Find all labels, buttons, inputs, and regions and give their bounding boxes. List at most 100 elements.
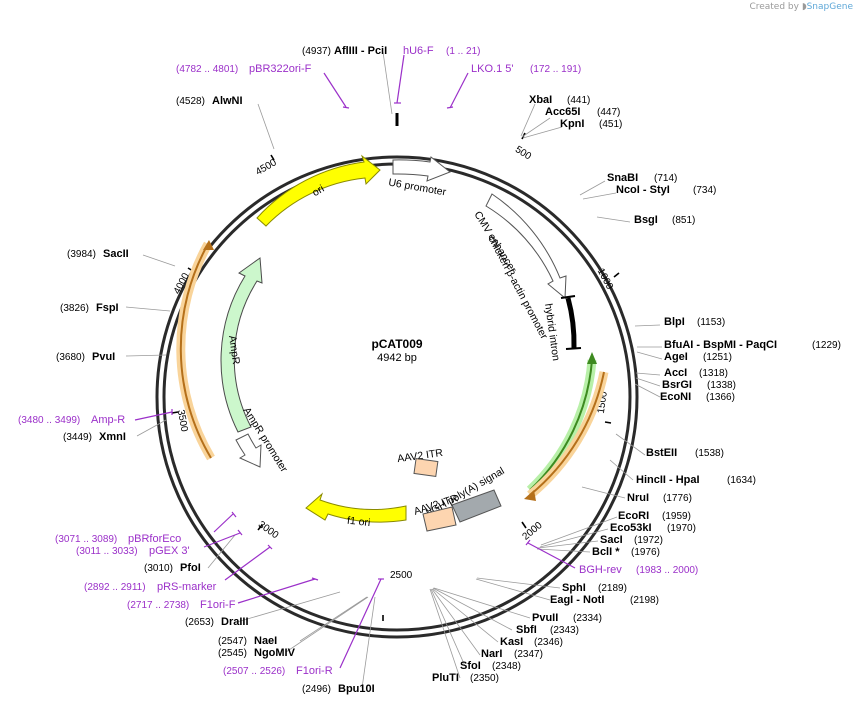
primer-labels: hU6-F (1 .. 21) LKO.1 5' (172 .. 191) pB…	[18, 45, 698, 677]
feature-ampr-label: AmpR	[226, 335, 242, 366]
primer-pos-prs-marker: (2892 .. 2911)	[84, 582, 146, 593]
orf-left-arrowhead	[203, 240, 214, 250]
enzyme-pos-kasI: (2346)	[534, 637, 563, 648]
enzyme-pos-ageI: (1251)	[703, 352, 732, 363]
enzyme-xbaI: XbaI	[529, 94, 552, 106]
enzyme-fspI: FspI	[96, 302, 119, 314]
enzyme-pos-ecoNI: (1366)	[706, 392, 735, 403]
primer-pos-hu6f: (1 .. 21)	[446, 46, 480, 57]
enzyme-ecoNI: EcoNI	[660, 391, 691, 403]
enzyme-pos-aflIII: (4937)	[302, 46, 331, 57]
enzyme-draIII: DraIII	[221, 616, 249, 628]
enzyme-pos-bclI: (1976)	[631, 547, 660, 558]
enzyme-pos-narI: (2347)	[514, 649, 543, 660]
primer-lko1: LKO.1 5'	[471, 63, 513, 75]
enzyme-sbfI: SbfI	[516, 624, 537, 636]
feature-aav2-itr-1[interactable]	[413, 457, 439, 478]
tick-2000	[521, 521, 527, 529]
enzyme-pluTI: PluTI	[432, 672, 459, 684]
enzyme-sfoI: SfoI	[460, 660, 481, 672]
enzyme-pos-ecoRI: (1959)	[662, 511, 691, 522]
enzyme-eco53kI: Eco53kI	[610, 522, 652, 534]
enzyme-ncoI-styI: NcoI - StyI	[616, 184, 670, 196]
enzyme-pos-xbaI: (441)	[567, 95, 590, 106]
enzyme-acc65I: Acc65I	[545, 106, 580, 118]
enzyme-pvuII: PvuII	[532, 612, 558, 624]
enzyme-pos-bpu10I: (2496)	[302, 684, 331, 695]
credit-brand: SnapGene	[806, 2, 853, 12]
enzyme-pos-kpnI: (451)	[599, 119, 622, 130]
enzyme-pos-nruI: (1776)	[663, 493, 692, 504]
tick-1500	[604, 421, 612, 424]
feature-hybrid-intron[interactable]	[565, 297, 577, 349]
enzyme-pvuI: PvuI	[92, 351, 115, 363]
intron-end-cap-bottom	[565, 347, 582, 350]
feature-f1-ori[interactable]	[305, 492, 407, 523]
feature-orf-green[interactable]	[529, 359, 593, 491]
enzyme-pos-alwNI: (4528)	[176, 96, 205, 107]
primer-pbr322ori-f: pBR322ori-F	[249, 63, 312, 75]
primer-pos-amp-r: (3480 .. 3499)	[18, 415, 80, 426]
feature-ori-label: ori	[310, 183, 326, 199]
feature-ampr-promoter[interactable]	[235, 433, 262, 468]
tick-3000	[257, 524, 263, 531]
enzyme-pos-bstEII: (1538)	[695, 448, 724, 459]
feature-aav2-itr-2[interactable]	[422, 506, 457, 532]
feature-cmv-enhancer[interactable]	[485, 193, 567, 300]
enzyme-alwNI: AlwNI	[212, 95, 243, 107]
credit-prefix: Created by	[749, 2, 799, 12]
enzyme-naeI: NaeI	[254, 635, 277, 647]
tick-label-3500: 3500	[175, 409, 190, 433]
plasmid-name: pCAT009	[371, 337, 422, 351]
tick-label-4500: 4500	[254, 157, 279, 178]
feature-ori[interactable]	[256, 154, 381, 227]
enzyme-pos-xmnI: (3449)	[63, 432, 92, 443]
tick-3500	[171, 411, 179, 414]
enzyme-bclI: BclI *	[592, 546, 620, 558]
feature-bgh-polya[interactable]	[451, 489, 502, 523]
feature-orf-left[interactable]	[179, 243, 212, 459]
tick-label-500: 500	[513, 144, 533, 162]
enzyme-pos-hincII: (1634)	[727, 475, 756, 486]
primer-pbrforeco: pBRforEco	[128, 533, 181, 545]
enzyme-blpI: BlpI	[664, 316, 685, 328]
feature-ampr[interactable]	[220, 257, 263, 433]
enzyme-ageI: AgeI	[664, 351, 688, 363]
enzyme-nruI: NruI	[627, 492, 649, 504]
enzyme-pfoI: PfoI	[180, 562, 201, 574]
enzyme-pos-eagI: (2198)	[630, 595, 659, 606]
primer-pos-lko1: (172 .. 191)	[530, 64, 581, 75]
enzyme-pos-ncoI: (734)	[693, 185, 716, 196]
enzyme-eagI-notI: EagI - NotI	[550, 594, 604, 606]
tick-label-3000: 3000	[256, 519, 281, 541]
tick-4500	[270, 154, 275, 161]
primer-pos-pbrforeco: (3071 .. 3089)	[55, 534, 117, 545]
enzyme-pos-sacI: (1972)	[634, 535, 663, 546]
enzyme-bstEII: BstEII	[646, 447, 677, 459]
enzyme-pos-pfoI: (3010)	[144, 563, 173, 574]
feature-orf-orange[interactable]	[529, 371, 605, 496]
primer-leaders	[134, 54, 576, 669]
intron-end-cap-top	[560, 295, 576, 299]
feature-u6-promoter[interactable]	[392, 156, 451, 182]
enzyme-pos-bfuAI: (1229)	[812, 340, 841, 351]
enzyme-pos-acc65I: (447)	[597, 107, 620, 118]
enzyme-kpnI: KpnI	[560, 118, 584, 130]
primer-pos-f1ori-r: (2507 .. 2526)	[223, 666, 285, 677]
tick-1000	[613, 272, 620, 278]
enzyme-pos-ngoMIV: (2545)	[218, 648, 247, 659]
primer-f1ori-f: F1ori-F	[200, 599, 236, 611]
enzyme-pos-snaBI: (714)	[654, 173, 677, 184]
enzyme-bsgI: BsgI	[634, 214, 658, 226]
enzyme-bpu10I: Bpu10I	[338, 683, 375, 695]
orf-green-arrowhead	[587, 352, 597, 364]
enzyme-bsrGI: BsrGI	[662, 379, 692, 391]
enzyme-accI: AccI	[664, 367, 687, 379]
primer-f1ori-r: F1ori-R	[296, 665, 333, 677]
enzyme-xmnI: XmnI	[99, 431, 126, 443]
tick-label-2500: 2500	[390, 570, 413, 581]
enzyme-hincII-hpaI: HincII - HpaI	[636, 474, 700, 486]
enzyme-snaBI: SnaBI	[607, 172, 638, 184]
tick-group: 500 1000 1500 2000 2500 3000 3500 4000 4…	[171, 132, 620, 621]
primer-pos-bgh-rev: (1983 .. 2000)	[636, 565, 698, 576]
